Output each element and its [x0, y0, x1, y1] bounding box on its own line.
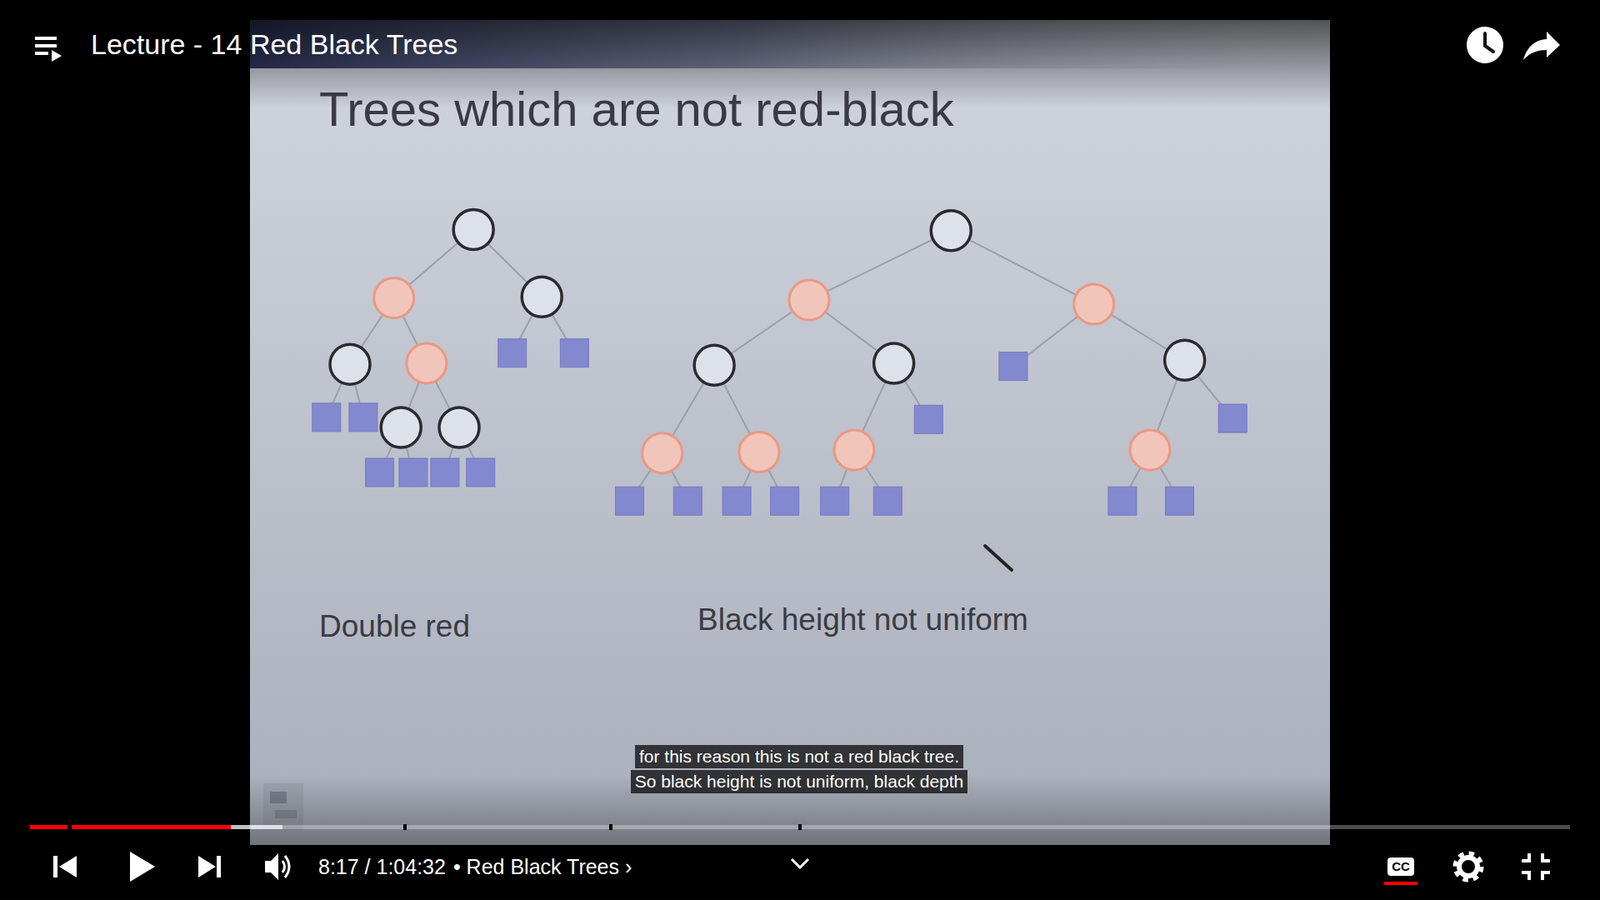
tree-illustration [312, 210, 1247, 516]
slide-title: Trees which are not red-black [319, 80, 955, 139]
previous-icon [53, 855, 77, 878]
black-node [694, 345, 735, 385]
nil-leaf [312, 403, 341, 432]
settings-icon [1455, 854, 1481, 880]
share-icon [1523, 31, 1560, 60]
black-node [453, 210, 494, 250]
red-node [642, 433, 683, 474]
nil-leaf [560, 339, 589, 368]
red-node [374, 278, 415, 319]
red-node [1074, 284, 1115, 325]
nil-leaf [1108, 486, 1137, 515]
tree-edge [950, 230, 1094, 305]
subtitle-line: So black height is not uniform, black de… [630, 770, 969, 793]
red-node [406, 343, 447, 384]
captions-button: CC [1387, 857, 1415, 876]
chapter-title: • Red Black Trees › [453, 854, 632, 880]
nil-leaf [466, 458, 495, 487]
nil-leaf [430, 458, 460, 487]
tree-caption: Double red [319, 608, 470, 645]
nil-leaf [399, 458, 428, 487]
slide-background [250, 20, 1330, 845]
next-icon [198, 855, 221, 878]
nil-leaf [365, 458, 395, 487]
nil-leaf [722, 486, 751, 515]
subtitle-line: for this reason this is not a red black … [635, 745, 964, 768]
nil-leaf [770, 486, 800, 515]
black-node [874, 343, 915, 384]
red-node [1130, 430, 1170, 470]
tree-caption: Black height not uniform [697, 601, 1029, 639]
black-node [930, 210, 971, 251]
black-node [330, 344, 370, 385]
video-title: Lecture - 14 Red Black Trees [90, 27, 458, 62]
red-node [739, 431, 780, 472]
nil-leaf [820, 486, 850, 515]
nil-leaf [1218, 404, 1247, 433]
black-node [380, 407, 421, 448]
nil-leaf [615, 486, 645, 515]
play-icon [130, 851, 155, 882]
menu-icon [35, 36, 62, 62]
nil-leaf [498, 339, 527, 368]
black-node [521, 276, 562, 317]
volume-icon [265, 853, 290, 880]
black-node [439, 407, 480, 448]
exit-fullscreen-icon [1521, 853, 1550, 880]
progress-bar [30, 824, 1570, 830]
nil-leaf [999, 352, 1028, 381]
chevron-down-icon [791, 859, 809, 868]
time-display: 8:17 / 1:04:32 [318, 854, 446, 880]
bottom-shade [0, 775, 1600, 900]
red-node [789, 280, 830, 320]
nil-leaf [1165, 486, 1195, 515]
nil-leaf [349, 403, 378, 432]
red-node [834, 430, 875, 470]
black-node [1165, 340, 1205, 380]
nil-leaf [673, 486, 702, 515]
nil-leaf [873, 486, 902, 515]
watch-later-icon [1466, 26, 1504, 64]
pen-cursor [985, 545, 1012, 570]
captions-underline [1384, 881, 1418, 885]
nil-leaf [914, 405, 943, 434]
tree-edge [809, 230, 951, 300]
